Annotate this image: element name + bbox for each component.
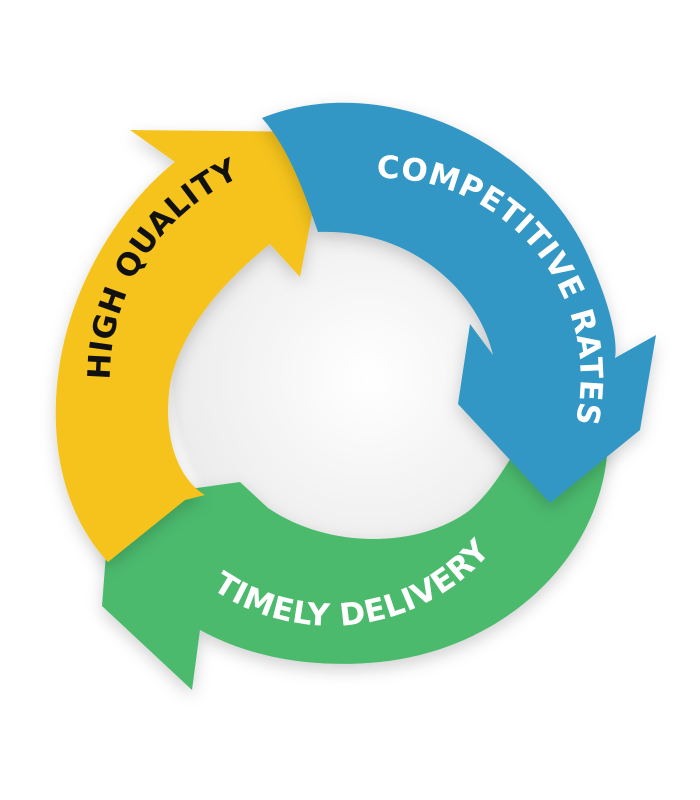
timely-delivery-arrow — [102, 440, 608, 690]
competitive-rates-arrow — [262, 102, 656, 504]
high-quality-arrow — [55, 130, 329, 562]
